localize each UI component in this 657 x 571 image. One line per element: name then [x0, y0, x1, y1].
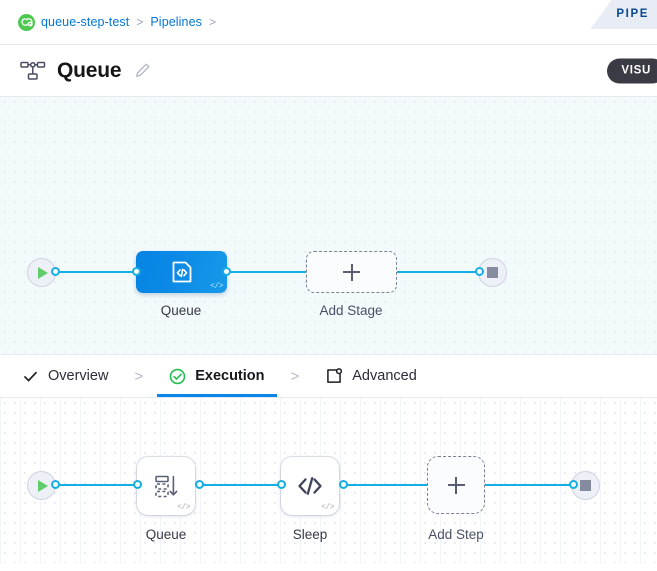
port-queue-step-in[interactable]	[133, 480, 142, 489]
step-node-sleep[interactable]: </>	[281, 457, 339, 515]
add-stage-button[interactable]	[306, 251, 397, 293]
stop-icon	[580, 480, 591, 491]
port-end-in[interactable]	[475, 267, 484, 276]
breadcrumb-bar: queue-step-test > Pipelines > PIPE	[0, 0, 657, 45]
breadcrumb-separator: >	[209, 15, 217, 29]
step-code-badge: </>	[321, 503, 334, 512]
visual-yaml-toggle-button[interactable]: VISU	[607, 58, 657, 83]
custom-stage-code-icon	[172, 261, 191, 283]
add-step-button[interactable]	[427, 456, 485, 514]
breadcrumb-item-project[interactable]: queue-step-test	[41, 15, 130, 29]
add-stage-label: Add Stage	[319, 303, 383, 318]
port-sleep-in[interactable]	[277, 480, 286, 489]
breadcrumb: queue-step-test > Pipelines >	[18, 13, 217, 31]
breadcrumb-item-pipelines[interactable]: Pipelines	[150, 15, 203, 29]
port-step-start-out[interactable]	[51, 480, 60, 489]
breadcrumb-separator: >	[136, 15, 144, 29]
page-title: Queue	[57, 58, 122, 82]
wire-start-to-queue-step	[55, 484, 140, 486]
tab-separator: >	[290, 367, 300, 385]
pipeline-icon	[20, 60, 46, 82]
stage-config-tabs: Overview > Execution > Advanced	[0, 355, 657, 398]
tab-advanced-label: Advanced	[352, 368, 417, 384]
check-icon	[22, 368, 39, 385]
tab-execution[interactable]: Execution	[157, 355, 277, 397]
stop-icon	[487, 267, 498, 278]
stage-node-queue[interactable]: </>	[136, 251, 227, 293]
stage-node-label-queue: Queue	[160, 303, 202, 318]
play-icon	[38, 266, 48, 279]
step-graph-canvas[interactable]: </> Queue </> Sleep Add Step	[0, 398, 657, 563]
wire-queue-step-to-sleep	[199, 484, 284, 486]
port-queue-stage-out[interactable]	[222, 267, 231, 276]
pencil-icon[interactable]	[134, 62, 151, 79]
wire-add-step-to-end	[485, 484, 573, 486]
queue-list-arrow-icon	[155, 475, 178, 498]
advanced-gear-icon	[325, 367, 343, 385]
check-circle-green-icon	[169, 368, 186, 385]
port-start-out[interactable]	[51, 267, 60, 276]
tab-execution-label: Execution	[195, 368, 265, 384]
tab-overview-label: Overview	[48, 368, 109, 384]
wire-add-stage-to-end	[392, 271, 480, 273]
tab-separator: >	[134, 367, 144, 385]
step-code-badge: </>	[177, 503, 190, 512]
step-node-queue[interactable]: </>	[137, 457, 195, 515]
wire-queue-to-add-stage	[222, 271, 310, 273]
harness-project-icon	[18, 13, 35, 31]
port-queue-step-out[interactable]	[195, 480, 204, 489]
wire-sleep-to-add-step	[343, 484, 431, 486]
play-icon	[38, 479, 48, 492]
visual-button-label: VISU	[621, 64, 651, 77]
ribbon-label: PIPE	[616, 8, 649, 20]
tab-advanced[interactable]: Advanced	[325, 355, 417, 397]
tab-overview[interactable]: Overview	[22, 355, 108, 397]
add-step-label: Add Step	[428, 527, 484, 542]
code-brackets-icon	[298, 477, 322, 495]
plus-icon	[447, 476, 465, 494]
plus-icon	[343, 263, 360, 281]
pipelines-ribbon-tab[interactable]: PIPE	[590, 0, 657, 29]
page-header: Queue VISU	[0, 45, 657, 97]
port-queue-stage-in[interactable]	[132, 267, 141, 276]
step-node-label-sleep: Sleep	[292, 527, 328, 542]
stage-graph-canvas[interactable]: </> Queue Add Stage	[0, 97, 657, 355]
step-node-label-queue: Queue	[145, 527, 187, 542]
port-step-end-in[interactable]	[569, 480, 578, 489]
stage-code-badge: </>	[210, 282, 223, 291]
wire-start-to-queue	[55, 271, 141, 273]
port-sleep-out[interactable]	[339, 480, 348, 489]
